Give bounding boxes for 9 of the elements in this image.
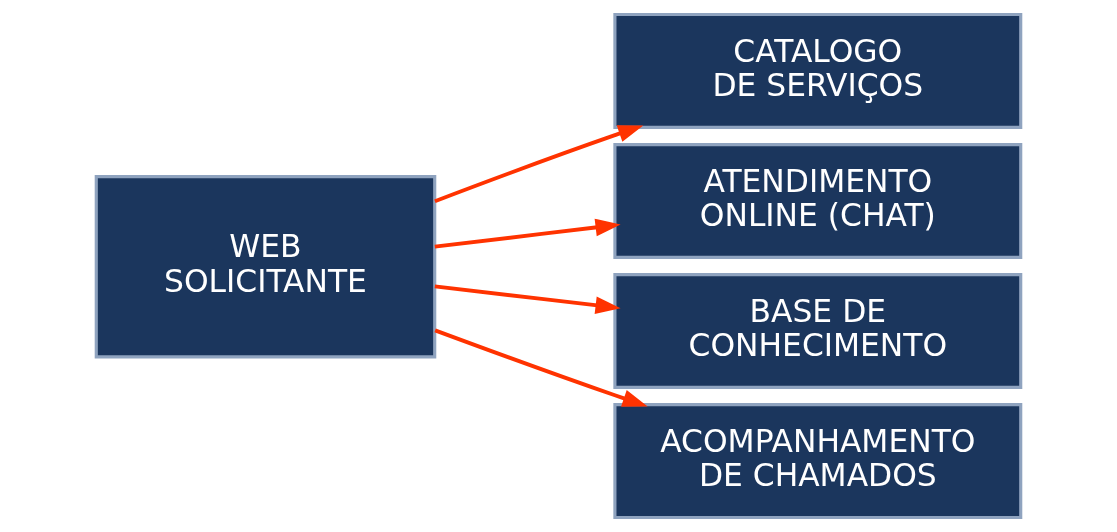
- node-box: ACOMPANHAMENTO DE CHAMADOS: [613, 403, 1023, 520]
- node-box: WEB SOLICITANTE: [94, 175, 437, 359]
- node-box: CATALOGO DE SERVIÇOS: [613, 12, 1023, 129]
- arrow: [434, 125, 644, 204]
- node-box: ATENDIMENTO ONLINE (CHAT): [613, 143, 1023, 259]
- arrow: [434, 218, 621, 249]
- node-box: BASE DE CONHECIMENTO: [613, 273, 1023, 389]
- arrow: [434, 284, 621, 314]
- arrow: [434, 328, 648, 407]
